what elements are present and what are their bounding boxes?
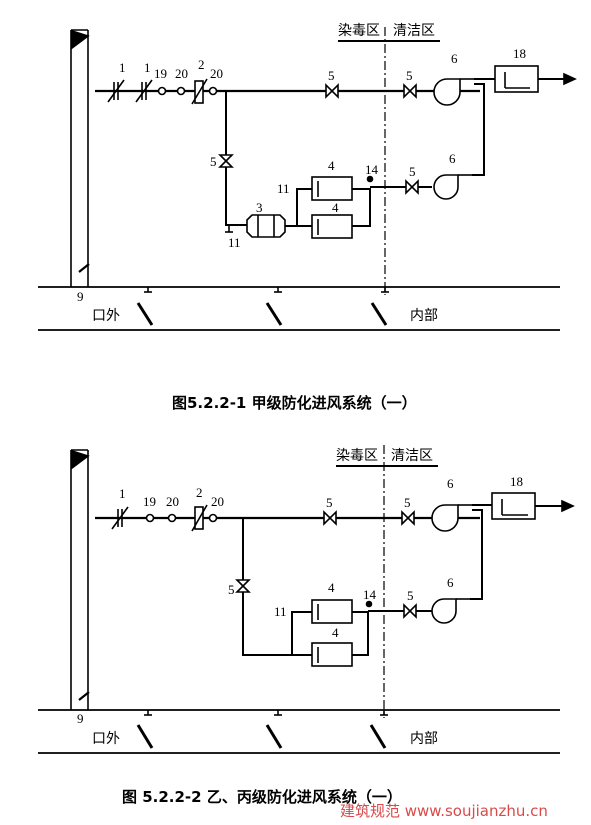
label-5-mid-2: 5 (407, 588, 414, 603)
valve-1-2 (111, 506, 129, 530)
silencer-18-2 (491, 492, 536, 520)
label-20a: 20 (175, 66, 188, 81)
gauge-19-2 (145, 513, 155, 523)
zone-dirty-label-2: 染毒区 (336, 448, 378, 464)
caption-2: 图 5.2.2-2 乙、丙级防化进风系统（一） (122, 788, 402, 806)
outlet-arrow (563, 72, 577, 86)
label-9-2: 9 (77, 711, 84, 726)
label-5-left: 5 (210, 154, 217, 169)
inside-label: 内部 (410, 308, 438, 324)
door-markers (136, 287, 389, 326)
label-11a: 11 (277, 181, 290, 196)
valve-5-left-2 (235, 579, 251, 593)
label-18-2: 18 (510, 474, 523, 489)
label-6-top-2: 6 (447, 476, 454, 491)
label-11-2: 11 (274, 604, 287, 619)
outlet-arrow-2 (561, 499, 575, 513)
label-19: 19 (154, 66, 167, 81)
label-2: 2 (198, 57, 205, 72)
label-5-mid: 5 (409, 164, 416, 179)
fan-6-top-2 (431, 504, 472, 532)
absorber-4b (311, 214, 353, 239)
absorber-4a-2 (311, 599, 353, 624)
label-1a: 1 (119, 60, 126, 75)
label-4a: 4 (328, 158, 335, 173)
label-5-top-a-2: 5 (326, 495, 333, 510)
label-3: 3 (256, 200, 263, 215)
label-4b-2: 4 (332, 625, 339, 640)
silencer-18 (494, 65, 539, 93)
valve-5-top-a-2 (323, 510, 337, 526)
label-4b: 4 (332, 200, 339, 215)
valve-5-mid-2 (403, 603, 417, 619)
label-20b: 20 (210, 66, 223, 81)
intake-shaft-2 (70, 449, 90, 710)
label-20b-2: 20 (211, 494, 224, 509)
diagram-1: 1 1 19 20 2 20 5 5 6 18 5 4 4 11 3 11 14… (38, 23, 577, 412)
label-5-left-2: 5 (228, 582, 235, 597)
bypass-duct (225, 91, 247, 226)
label-5-top-b-2: 5 (404, 495, 411, 510)
absorber-4a (311, 176, 353, 201)
valve-5-top-a (325, 83, 339, 99)
watermark: 建筑规范 www.soujianzhu.cn (340, 802, 548, 820)
sample-point-14-2 (365, 600, 373, 608)
label-14-2: 14 (363, 587, 377, 602)
fan-6-top (433, 78, 474, 106)
label-2-2: 2 (196, 485, 203, 500)
filter-2 (191, 78, 208, 105)
fan-6-mid (433, 174, 472, 200)
label-5-top-b: 5 (406, 68, 413, 83)
outside-label: 口外 (92, 308, 120, 324)
label-1b: 1 (144, 60, 151, 75)
prefilter-3 (246, 214, 286, 238)
valve-1a (107, 79, 125, 103)
bypass-duct-2 (242, 518, 292, 656)
outside-label-2: 口外 (92, 731, 120, 747)
valve-1b (135, 79, 153, 103)
label-5-top-a: 5 (328, 68, 335, 83)
gauge-19 (157, 86, 167, 96)
diagram-2: 1 19 20 2 20 5 5 6 18 5 4 4 11 14 5 6 9 … (38, 445, 575, 806)
valve-5-top-b (403, 83, 417, 99)
gauge-20b (208, 86, 218, 96)
label-11b: 11 (228, 235, 241, 250)
valve-5-top-b-2 (401, 510, 415, 526)
zone-clean-label: 清洁区 (393, 23, 435, 39)
gauge-20a-2 (167, 513, 177, 523)
label-1-2: 1 (119, 486, 126, 501)
fan-6-mid-2 (431, 598, 470, 624)
label-20a-2: 20 (166, 494, 179, 509)
inside-label-2: 内部 (410, 731, 438, 747)
absorber-4b-2 (311, 642, 353, 667)
intake-shaft (70, 29, 90, 287)
label-6-mid: 6 (449, 151, 456, 166)
gauge-20a (176, 86, 186, 96)
label-18: 18 (513, 46, 526, 61)
caption-1: 图5.2.2-1 甲级防化进风系统（一） (172, 394, 417, 412)
label-14: 14 (365, 162, 379, 177)
label-6-mid-2: 6 (447, 575, 454, 590)
label-19-2: 19 (143, 494, 156, 509)
door-markers-2 (136, 710, 388, 749)
valve-5-mid (405, 179, 419, 195)
label-6-top: 6 (451, 51, 458, 66)
label-9: 9 (77, 289, 84, 304)
zone-clean-label-2: 清洁区 (391, 448, 433, 464)
sample-point-14 (366, 175, 374, 183)
zone-dirty-label: 染毒区 (338, 23, 380, 39)
gauge-20b-2 (208, 513, 218, 523)
filter-2-2 (191, 504, 208, 532)
label-4a-2: 4 (328, 580, 335, 595)
valve-5-left (218, 154, 234, 168)
